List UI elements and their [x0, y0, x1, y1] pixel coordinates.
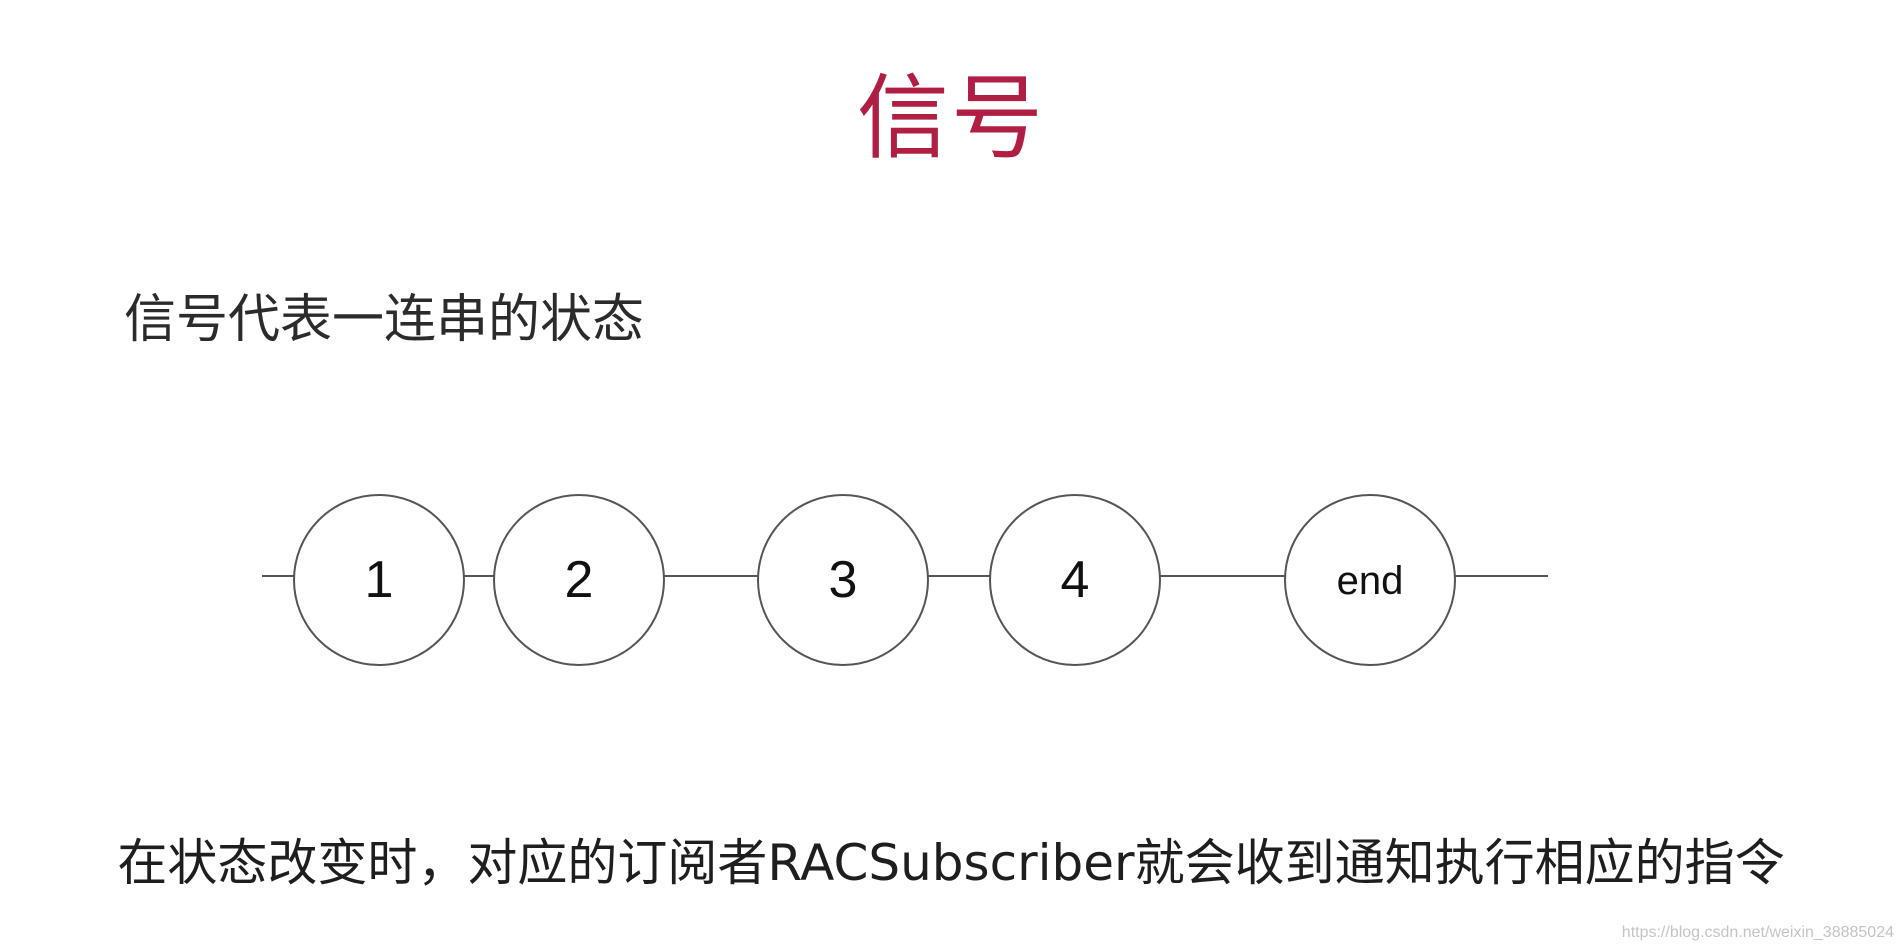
- slide-caption: 在状态改变时，对应的订阅者RACSubscriber就会收到通知执行相应的指令: [117, 834, 1785, 892]
- state-node-3-label: 3: [829, 551, 858, 609]
- state-node-2-label: 2: [565, 551, 594, 609]
- state-node-3: 3: [757, 494, 929, 666]
- state-node-1-label: 1: [365, 551, 394, 609]
- state-node-2: 2: [493, 494, 665, 666]
- slide-title: 信号: [856, 65, 1045, 172]
- slide-subtitle: 信号代表一连串的状态: [124, 290, 645, 350]
- state-node-end: end: [1284, 494, 1456, 666]
- state-node-4: 4: [989, 494, 1161, 666]
- state-node-end-label: end: [1337, 559, 1404, 603]
- state-node-1: 1: [293, 494, 465, 666]
- state-node-4-label: 4: [1061, 551, 1090, 609]
- watermark: https://blog.csdn.net/weixin_38885024: [1621, 924, 1894, 941]
